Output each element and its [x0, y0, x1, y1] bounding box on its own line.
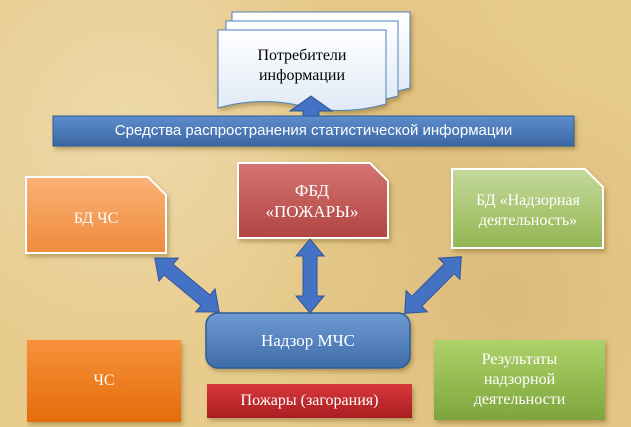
nadzor-mchs-shape [205, 312, 411, 369]
pozhary-zagoraniya-shape [207, 384, 412, 418]
fbd-pozhary-shape [237, 162, 389, 239]
double-arrow-left [154, 257, 220, 313]
doc-front [217, 29, 387, 111]
consumers-doc-stack [217, 11, 411, 111]
double-arrow-center [294, 238, 326, 314]
bd-nadzor-shape [451, 168, 604, 249]
double-arrow-right [404, 256, 462, 314]
rezultaty-shape [434, 340, 605, 420]
chs-shape [27, 340, 181, 422]
bd-chs-shape [25, 176, 167, 254]
distribution-bar [52, 115, 575, 147]
